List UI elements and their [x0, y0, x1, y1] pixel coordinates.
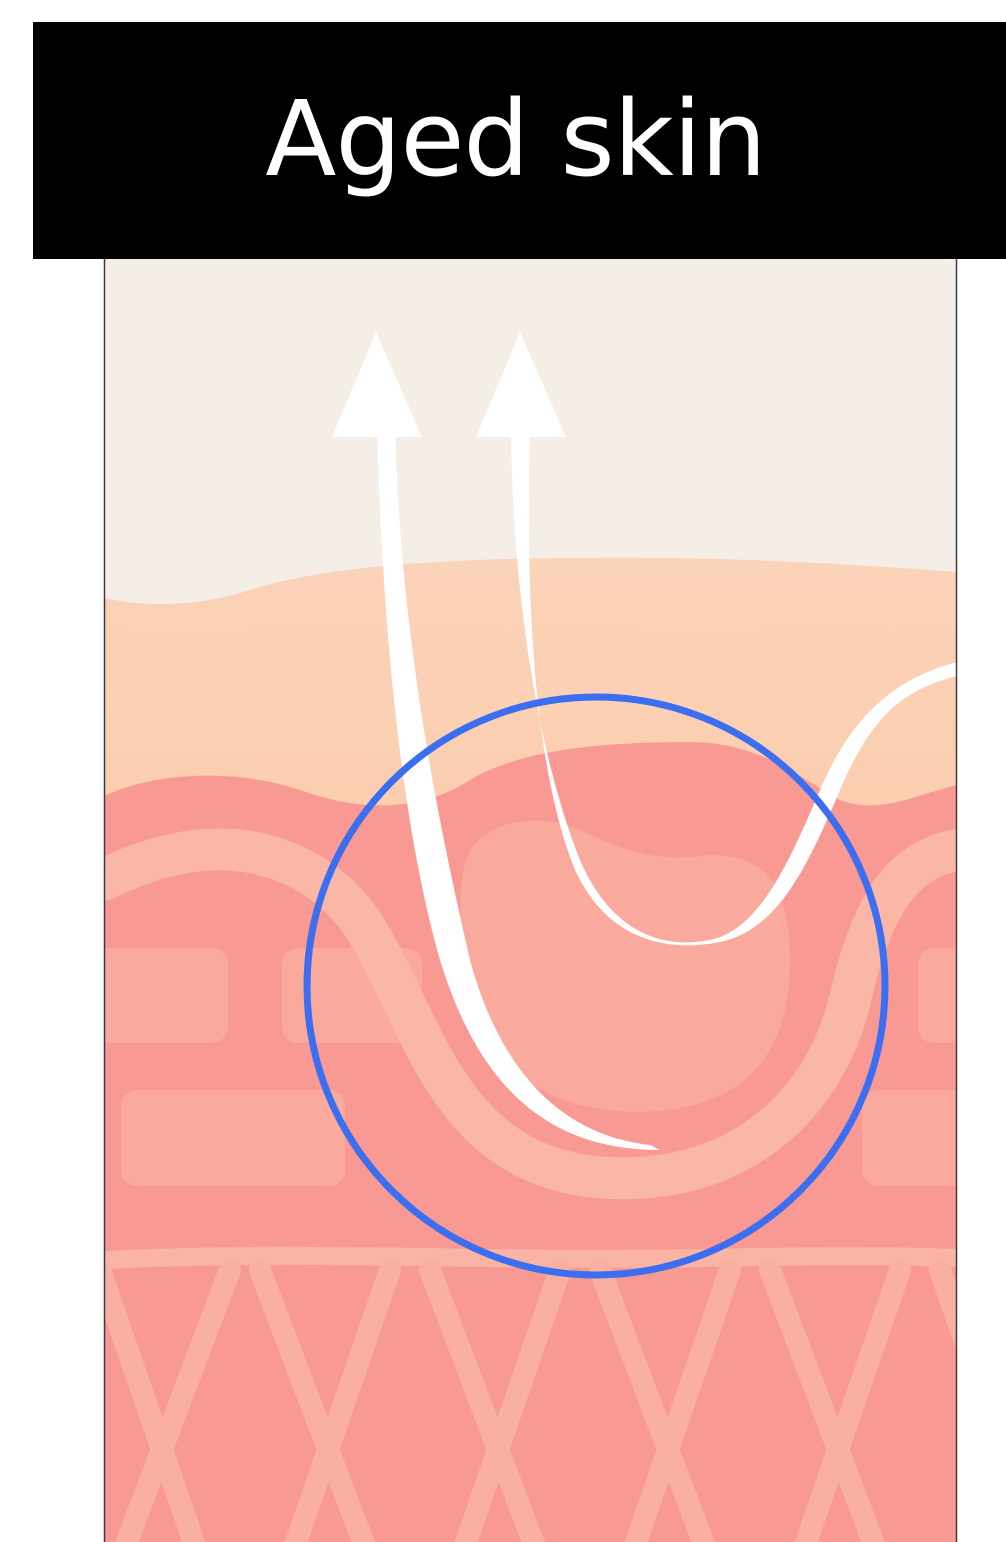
dermal-cell — [60, 948, 228, 1043]
skin-cross-section — [60, 258, 1006, 1542]
dermal-cell — [862, 1090, 1002, 1186]
page-title: Aged skin — [265, 87, 765, 191]
dermal-cell — [121, 1090, 345, 1186]
title-bar: Aged skin — [33, 22, 1006, 259]
dermal-cell — [918, 948, 998, 1043]
